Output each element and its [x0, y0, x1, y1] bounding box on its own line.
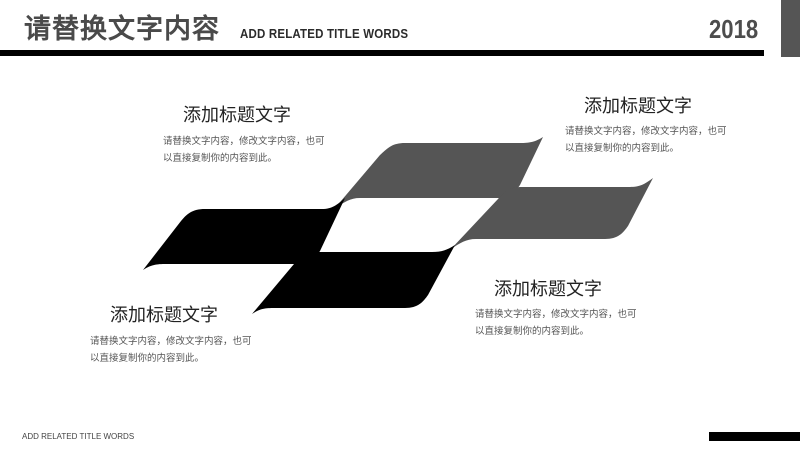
- block-body-line: 以直接复制你的内容到此。: [163, 153, 278, 164]
- page-title: 请替换文字内容: [24, 14, 220, 45]
- text-block-bottom-right: 添加标题文字: [494, 279, 602, 301]
- block-title: 添加标题文字: [584, 96, 692, 117]
- ribbon-shape-top-gray: [335, 137, 543, 208]
- page-subtitle: ADD RELATED TITLE WORDS: [240, 27, 409, 41]
- block-body-line: 以直接复制你的内容到此。: [90, 353, 205, 364]
- block-body-line: 以直接复制你的内容到此。: [565, 143, 680, 154]
- ribbon-shape-left-black: [143, 198, 345, 270]
- block-body-line: 以直接复制你的内容到此。: [475, 326, 590, 337]
- year-label: 2018: [709, 14, 759, 44]
- footer-accent-bar: [709, 432, 800, 441]
- block-title: 添加标题文字: [494, 279, 602, 300]
- text-block-top-right-body: 请替换文字内容，修改文字内容，也可 以直接复制你的内容到此。: [565, 123, 735, 157]
- header-divider: [0, 50, 764, 56]
- text-block-top-left: 添加标题文字: [183, 105, 291, 127]
- block-body-line: 请替换文字内容，修改文字内容，也可: [163, 136, 325, 147]
- block-title: 添加标题文字: [110, 305, 218, 326]
- block-body-line: 请替换文字内容，修改文字内容，也可: [475, 309, 637, 320]
- block-body-line: 请替换文字内容，修改文字内容，也可: [90, 336, 252, 347]
- text-block-bottom-right-body: 请替换文字内容，修改文字内容，也可 以直接复制你的内容到此。: [475, 306, 645, 340]
- block-title: 添加标题文字: [183, 105, 291, 126]
- ribbon-shape-right-gray: [451, 178, 653, 249]
- ribbon-shape-bottom-black: [252, 245, 455, 314]
- footer-caption: ADD RELATED TITLE WORDS: [22, 432, 135, 441]
- block-body-line: 请替换文字内容，修改文字内容，也可: [565, 126, 727, 137]
- text-block-bottom-left: 添加标题文字: [110, 305, 218, 327]
- text-block-bottom-left-body: 请替换文字内容，修改文字内容，也可 以直接复制你的内容到此。: [90, 333, 260, 367]
- text-block-top-right: 添加标题文字: [584, 96, 692, 118]
- corner-accent-block: [781, 0, 800, 57]
- text-block-top-left-body: 请替换文字内容，修改文字内容，也可 以直接复制你的内容到此。: [163, 133, 333, 167]
